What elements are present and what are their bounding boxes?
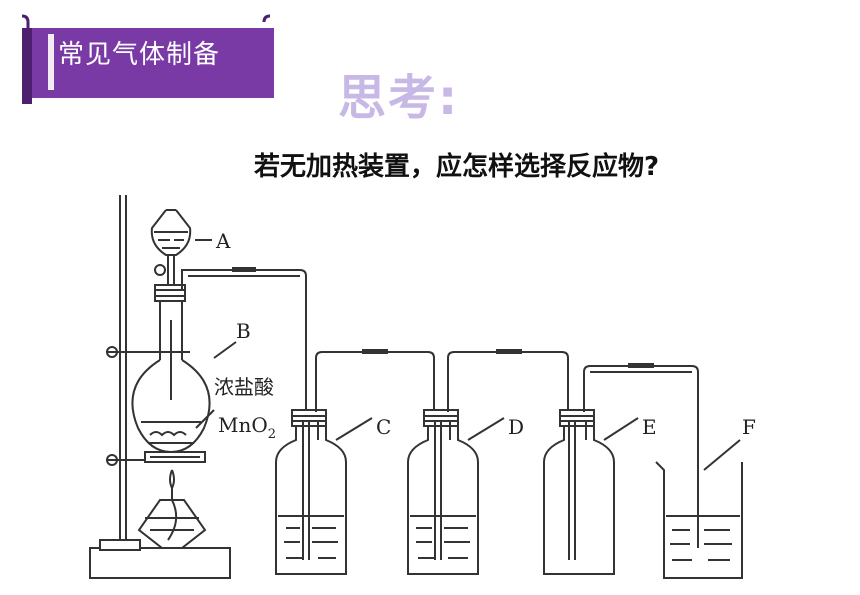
label-b: B — [236, 319, 251, 343]
separatory-funnel-a — [150, 209, 212, 285]
question-text: 若无加热装置，应怎样选择反应物? — [254, 152, 660, 182]
alcohol-lamp — [137, 451, 207, 549]
label-mno2: MnO2 — [218, 413, 276, 442]
section-banner — [21, 14, 274, 104]
think-title: 思考: — [338, 70, 460, 126]
wash-bottle-c — [275, 409, 347, 575]
collection-bottle-e — [543, 409, 615, 575]
label-conc-hcl: 浓盐酸 — [214, 375, 274, 399]
label-a: A — [215, 229, 231, 253]
banner-title: 常见气体制备 — [58, 40, 221, 70]
iron-stand — [89, 195, 231, 579]
wash-bottle-d — [407, 409, 479, 575]
label-e: E — [642, 415, 657, 439]
label-f: F — [742, 415, 756, 439]
label-d: D — [508, 415, 524, 439]
beaker-f — [655, 461, 743, 579]
round-bottom-flask-b — [131, 320, 211, 454]
leader-b — [213, 341, 237, 359]
label-c: C — [376, 415, 391, 439]
